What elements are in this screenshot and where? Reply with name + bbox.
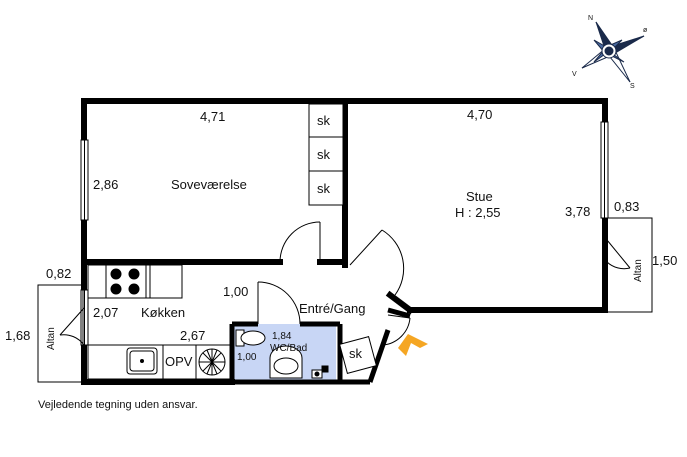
bath-depth: 1,00 [237,352,257,363]
door-swings [257,221,411,346]
entry-walls [340,307,411,385]
kitchen-width: 2,67 [180,328,205,343]
closet-label-1: sk [317,113,331,128]
living-name: Stue [466,189,493,204]
stove-icon [105,264,147,299]
balcony-right-name: Altan [633,259,644,282]
balcony-right-width: 0,83 [614,199,639,214]
closet-label-3: sk [317,181,331,196]
toilet-icon [235,329,266,347]
compass-s: S [630,83,635,90]
bedroom-depth: 2,86 [93,177,118,192]
windows [80,121,609,346]
disclaimer-note: Vejledende tegning uden ansvar. [38,399,198,411]
balcony-right [606,217,653,313]
balcony-left-depth: 1,68 [5,328,30,343]
bath-width: 1,84 [272,331,292,342]
bedroom-width: 4,71 [200,109,225,124]
washer-icon [311,365,329,379]
kitchen-name: Køkken [141,305,185,320]
walls [81,98,608,385]
compass-n: N [588,15,593,22]
balcony-left-name: Altan [46,327,57,350]
balcony-left-width: 0,82 [46,266,71,281]
closet-label-2: sk [317,147,331,162]
living-width: 4,70 [467,107,492,122]
balcony-right-depth: 1,50 [652,253,677,268]
balcony-left [37,284,85,383]
closet-label-4: sk [349,346,363,361]
fan-icon [198,348,226,376]
compass-o: ø [643,27,648,34]
compass-v: V [572,71,577,78]
entry-dim: 1,00 [223,284,248,299]
living-depth: 3,78 [565,204,590,219]
entry-name: Entré/Gang [299,301,366,316]
kitchen-appliance: OPV [165,354,193,369]
closets [308,103,377,374]
sink-icon [126,347,158,375]
entrance-arrow-icon [398,334,428,356]
living-height: H : 2,55 [455,205,501,220]
bath-name: WC/Bad [270,343,307,354]
basin-icon [269,345,303,379]
compass-icon [581,21,645,83]
kitchen-depth: 2,07 [93,305,118,320]
bedroom-name: Soveværelse [171,177,247,192]
